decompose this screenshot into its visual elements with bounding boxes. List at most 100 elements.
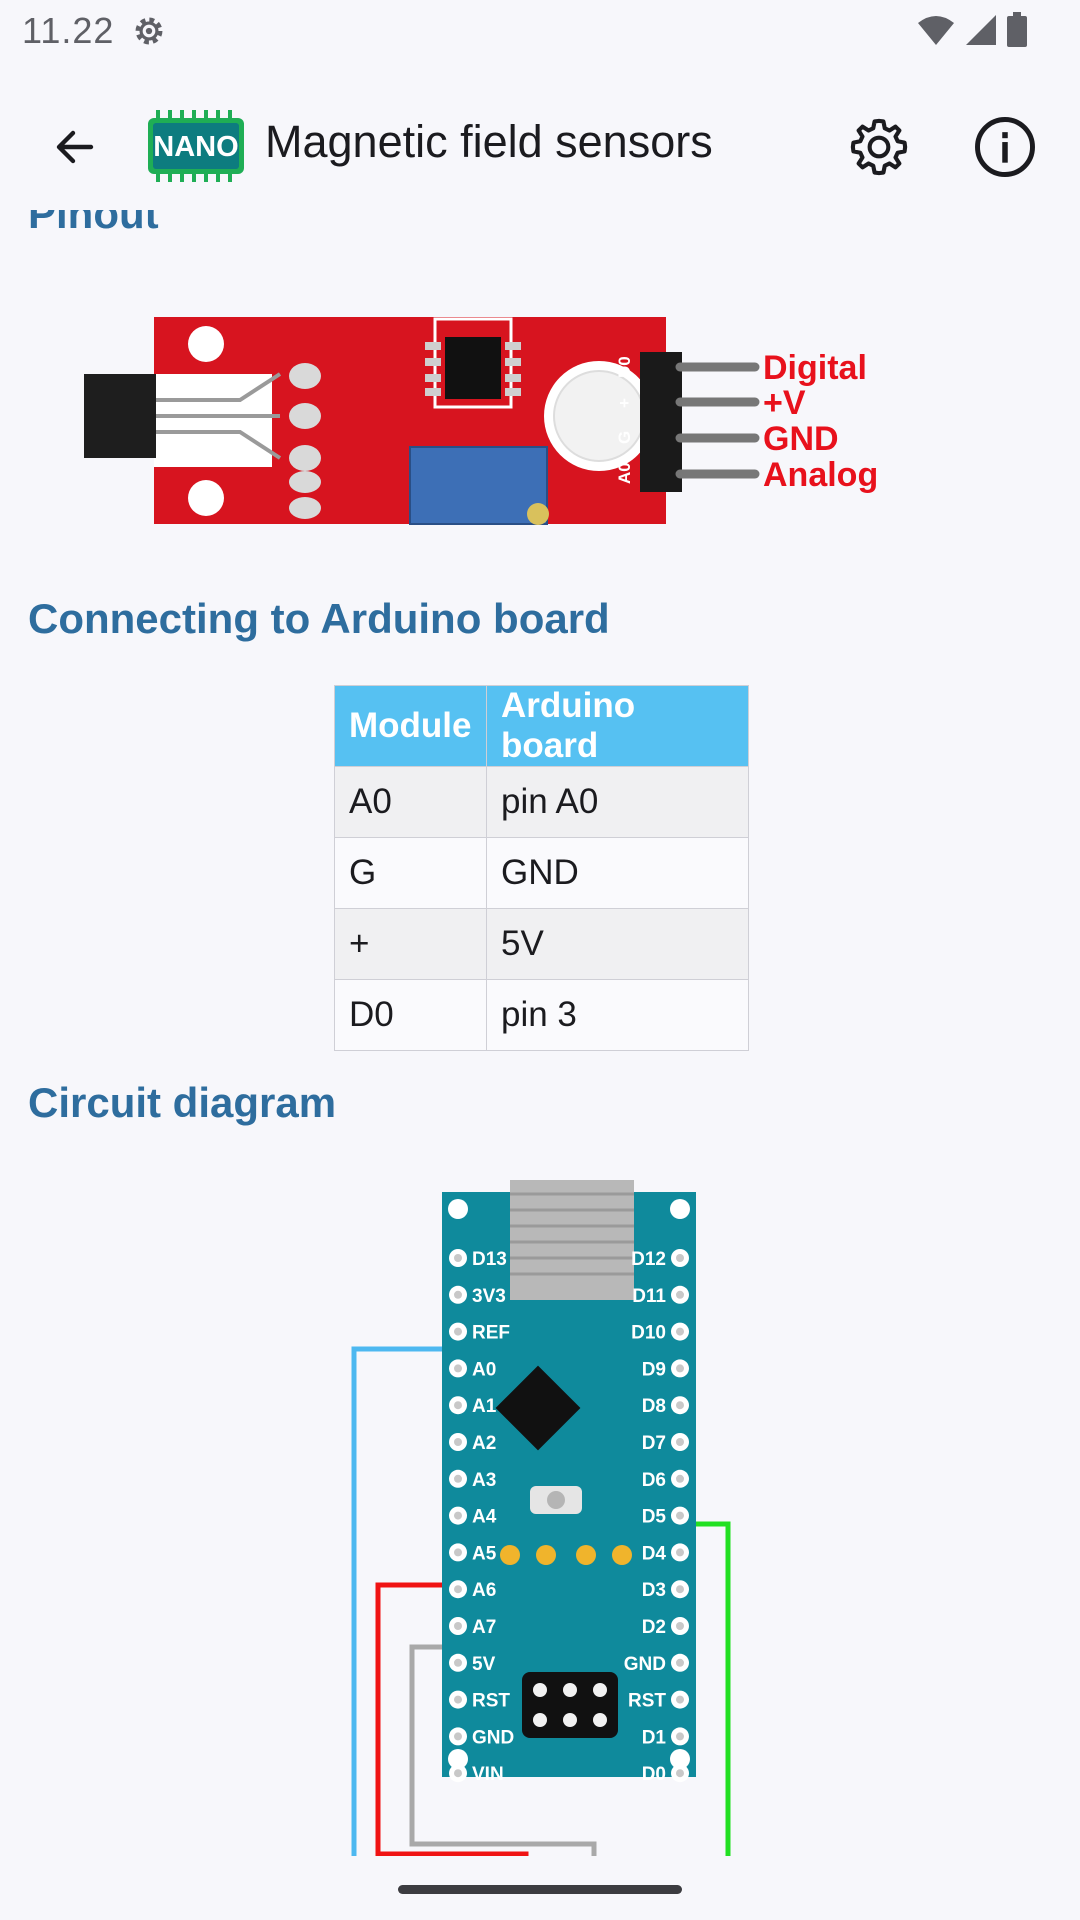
pinout-heading: Pinout xyxy=(28,210,159,237)
board-pin-label: A1 xyxy=(472,1396,497,1417)
wifi-icon xyxy=(918,16,954,45)
table-row: D0 pin 3 xyxy=(334,979,749,1051)
info-button[interactable] xyxy=(972,114,1038,180)
board-pin-hole xyxy=(676,1438,684,1446)
table-cell: 5V xyxy=(486,908,749,980)
board-pin-hole xyxy=(676,1327,684,1336)
table-cell: G xyxy=(334,837,487,909)
board-pin-label: 5V xyxy=(472,1654,496,1675)
board-pin-label: A6 xyxy=(472,1580,496,1601)
signal-icon xyxy=(966,15,996,45)
pinout-image: D0 + G A0 Digital +V GND Analog xyxy=(84,317,878,525)
board-pin-label: RST xyxy=(472,1691,510,1712)
board-pin-hole xyxy=(454,1769,462,1778)
table-header-module: Module xyxy=(334,685,487,767)
board-pin-hole xyxy=(676,1364,684,1373)
board-pin-label: D7 xyxy=(642,1433,666,1454)
table-cell: GND xyxy=(486,837,749,909)
app-bar: NANO Magnetic field sensors xyxy=(0,86,1080,210)
table-cell: pin A0 xyxy=(486,766,749,838)
table-row: G GND xyxy=(334,837,749,909)
board-pin-label: D11 xyxy=(632,1286,666,1307)
label-vplus: +V xyxy=(763,384,806,422)
back-arrow-icon xyxy=(56,130,94,164)
board-pin-label: A4 xyxy=(472,1507,497,1528)
board-pin-hole xyxy=(676,1254,684,1262)
board-pin-label: A0 xyxy=(472,1359,496,1380)
board-pin-hole xyxy=(676,1622,684,1630)
board-pin-hole xyxy=(454,1732,462,1741)
board-pin-hole xyxy=(454,1695,462,1704)
board-pin-label: D3 xyxy=(642,1580,666,1601)
table-header-row: Module Arduino board xyxy=(334,685,749,767)
board-pin-hole xyxy=(454,1401,462,1410)
gesture-nav-handle[interactable] xyxy=(398,1885,682,1894)
label-analog: Analog xyxy=(763,456,878,494)
content-scroll[interactable]: Pinout xyxy=(0,210,1080,1856)
circuit-diagram-image: D133V3REFA0A1A2A3A4A5A6A75VRSTGNDVIND12D… xyxy=(351,1180,731,1856)
board-pin-label: D12 xyxy=(631,1249,666,1270)
board-pin-hole xyxy=(454,1254,462,1262)
board-pin-label: D1 xyxy=(642,1727,667,1748)
board-pin-hole xyxy=(454,1548,462,1557)
board-pin-hole xyxy=(676,1658,684,1667)
table-row: + 5V xyxy=(334,908,749,980)
table-cell: A0 xyxy=(334,766,487,838)
label-gnd: GND xyxy=(763,420,839,458)
table-row: A0 pin A0 xyxy=(334,766,749,838)
pin-label-g: G xyxy=(615,431,634,444)
board-pin-label: D8 xyxy=(642,1396,666,1417)
connection-table: Module Arduino board A0 pin A0 G GND + 5… xyxy=(334,685,749,1051)
board-pin-hole xyxy=(676,1401,684,1410)
board-pin-hole xyxy=(454,1290,462,1299)
board-pin-hole xyxy=(676,1695,684,1704)
logo-text: NANO xyxy=(153,131,238,163)
board-pin-label: RST xyxy=(628,1691,666,1712)
board-pin-label: D5 xyxy=(642,1507,667,1528)
board-pin-label: A5 xyxy=(472,1543,497,1564)
back-button[interactable] xyxy=(44,116,106,178)
board-pin-hole xyxy=(454,1658,462,1667)
board-pin-label: VIN xyxy=(472,1764,504,1785)
board-pin-label: D4 xyxy=(642,1543,667,1564)
circuit-heading: Circuit diagram xyxy=(28,1079,337,1126)
table-cell: + xyxy=(334,908,487,980)
board-pin-label: GND xyxy=(472,1727,514,1748)
board-pin-label: D10 xyxy=(631,1323,666,1344)
pin-label-a0: A0 xyxy=(615,462,634,484)
status-bar: 11.22 xyxy=(0,0,1080,66)
settings-button[interactable] xyxy=(846,114,912,180)
status-time: 11.22 xyxy=(22,10,115,51)
board-pin-label: A3 xyxy=(472,1470,496,1491)
nano-logo: NANO xyxy=(148,110,244,182)
board-pin-label: D0 xyxy=(642,1764,666,1785)
board-pin-hole xyxy=(676,1290,684,1299)
board-pin-label: GND xyxy=(624,1654,666,1675)
status-icons xyxy=(916,12,1028,48)
board-pin-hole xyxy=(676,1769,684,1778)
settings-icon xyxy=(850,118,908,176)
board-pin-hole xyxy=(676,1585,684,1594)
info-icon xyxy=(975,117,1035,177)
page-title: Magnetic field sensors xyxy=(265,116,713,167)
pin-label-d0: D0 xyxy=(615,356,634,378)
board-pin-label: REF xyxy=(472,1323,510,1344)
board-pin-hole xyxy=(676,1732,684,1741)
board-pin-label: D6 xyxy=(642,1470,666,1491)
board-pin-label: D2 xyxy=(642,1617,666,1638)
connecting-heading: Connecting to Arduino board xyxy=(28,595,610,642)
battery-icon xyxy=(1007,12,1027,47)
table-cell: pin 3 xyxy=(486,979,749,1051)
board-pin-label: D9 xyxy=(642,1359,666,1380)
pin-label-plus: + xyxy=(615,398,634,408)
label-digital: Digital xyxy=(763,349,867,387)
board-pin-hole xyxy=(454,1438,462,1446)
board-pin-hole xyxy=(454,1474,462,1483)
board-pin-hole xyxy=(454,1364,462,1373)
table-header-board: Arduino board xyxy=(486,685,749,767)
settings-gear-icon xyxy=(135,17,163,45)
board-pin-hole xyxy=(454,1327,462,1336)
board-pin-label: A7 xyxy=(472,1617,496,1638)
board-pin-label: 3V3 xyxy=(472,1286,506,1307)
board-pin-hole xyxy=(454,1585,462,1594)
